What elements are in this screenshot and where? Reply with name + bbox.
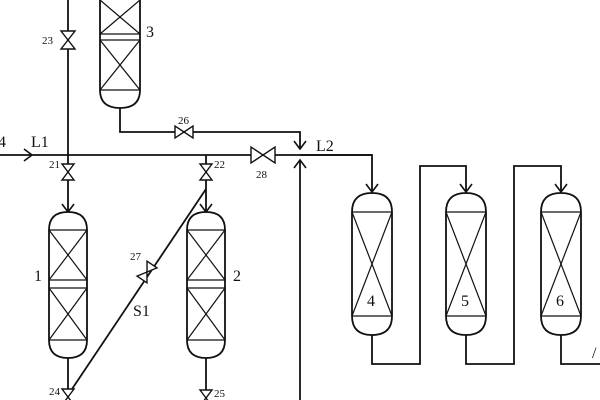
labels: 4 L1 L2 S1 23 21 22 26 28 27 24 25 3 1 2… [0,24,597,400]
vessel3-outlet-arrow [293,140,307,151]
vessel4-to-5-line [371,165,467,365]
reactor-label-5: 5 [461,293,469,310]
reactor-label-4: 4 [367,293,375,310]
valve-label-27: 27 [130,251,142,263]
reactor-1-shell [48,211,88,359]
left-edge-fragment: 4 [0,134,6,151]
reactor-6 [540,192,582,336]
valve-24[interactable] [60,388,76,400]
valve-label-21: 21 [49,159,60,171]
reactor-label-1: 1 [34,268,42,285]
vessel3-outlet-line [119,107,301,148]
vessel5-inlet-arrow [459,183,473,194]
reactor-2-shell [186,211,226,359]
valve-22[interactable] [198,163,214,181]
valve-label-28: 28 [256,169,268,181]
valve-25[interactable] [198,389,214,400]
vessel5-to-6-line [465,165,562,365]
valve-23[interactable] [59,30,77,50]
valve-label-24: 24 [49,386,61,398]
reactor-label-6: 6 [556,293,564,310]
valve-label-22: 22 [214,159,225,171]
inlet-arrow [23,148,34,162]
return-arrow [293,158,307,169]
reactor-2 [186,211,226,359]
reactor-label-2: 2 [233,268,241,285]
vessel4-inlet-arrow [365,183,379,194]
l2-line [300,154,373,192]
reactor-3-shell [99,0,141,109]
s1-bypass-line [67,188,207,396]
reactor-5 [445,192,487,336]
valve-26[interactable] [174,124,194,140]
valve-28[interactable] [250,145,276,165]
reactor-label-3: 3 [146,24,154,41]
valve-27[interactable] [135,259,159,285]
line-label-s1: S1 [133,303,150,320]
valve-label-25: 25 [214,388,226,400]
line-label-l2: L2 [316,138,334,155]
vessel6-outlet-line [560,334,600,365]
reactor-3 [99,0,141,109]
right-edge-fragment: / [592,345,597,362]
reactor-4 [351,192,393,336]
valve-label-26: 26 [178,115,190,127]
line-label-l1: L1 [31,134,49,151]
valve-label-23: 23 [42,35,54,47]
vessel6-inlet-arrow [554,183,568,194]
valve-21[interactable] [60,163,76,181]
reactor-1 [48,211,88,359]
